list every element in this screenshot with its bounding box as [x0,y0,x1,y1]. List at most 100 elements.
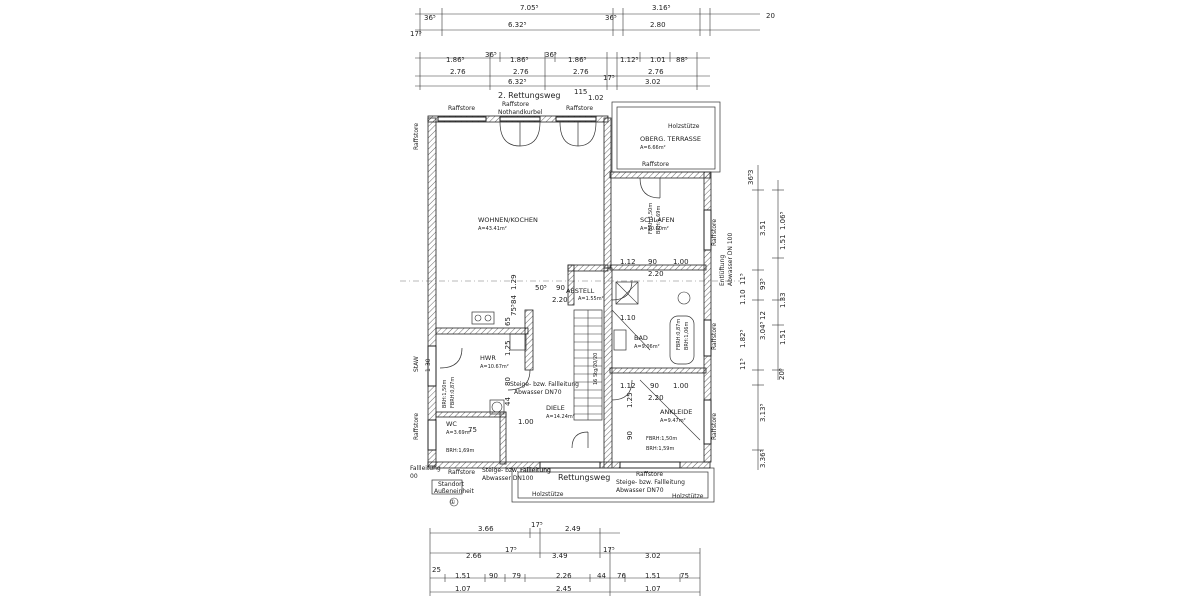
stair-label: 16 Stg/20/20 [593,353,599,385]
raffstore-label: Raffstore [448,469,475,476]
raffstore-label: Raffstore [711,219,718,246]
brh-label: BRH:1,69m [656,206,662,234]
dim-text: 2.20 [648,394,664,402]
standort-label: Standort [438,481,465,488]
room-name-bad: BAD [634,334,648,342]
steige-label: Steige- bzw. Fallleitung [482,467,551,474]
room-name-hwr: HWR [480,354,496,362]
dim-text: 36⁵ [747,173,755,185]
dim-text: 3.02 [645,78,661,86]
fallleitung-label: Fallleitung [410,465,441,472]
dim-text: 1.86⁵ [446,56,465,64]
dim-text: 17⁵ [410,30,422,38]
dim-text: 75⁵ [510,304,518,316]
dim-text: 1.07 [645,585,661,593]
dim-text: 25 [432,566,441,574]
room-name-schlafen: SCHLAFEN [640,216,675,224]
right-dimension-chains: 36⁵ 3 3.51 93⁵ 3.04⁵ 20⁸ 3.13⁵ 3.36⁵ 1.0… [739,165,787,470]
room-area-hwr: A=10.67m² [480,364,509,370]
lower-terrace [511,467,715,503]
dim-text: 17⁵ [505,546,517,554]
fixtures [431,281,701,507]
fallleitung-label: Fallleitung [520,467,551,474]
notkurbel-label: Nothandkurbel [498,109,543,116]
dim-text: 1.10 [739,289,747,305]
room-name-abstell: ABSTELL [566,287,595,295]
dim-text: 90 [650,382,659,390]
room-area-schlafen: A=10.60m² [640,226,669,232]
abwasser-label: Abwasser DN70 [616,487,664,494]
raffstore-label: Raffstore [502,101,529,108]
dim-text: 1.02 [588,94,604,102]
dim-text: 2.49 [565,525,581,533]
dim-text: 3.16⁵ [652,4,671,12]
staircase: 16 Stg/20/20 [573,309,603,421]
raffstore-label: Raffstore [711,323,718,350]
dim-text: 1.01 [650,56,666,64]
dim-text: 2.76 [513,68,529,76]
dim-text: 2.45 [556,585,572,593]
raffstore-label: Raffstore [566,105,593,112]
dim-text: 2.76 [573,68,589,76]
dim-text: 1.51 [779,329,787,345]
abwasser-label: Abwasser DN 100 [727,233,734,286]
room-area-bad: A=9.06m² [634,344,660,350]
dim-text: 44 [597,572,606,580]
room-area-abstell: A=1.55m² [578,296,604,302]
fbrh-label: FBRH:1,50m [648,203,654,234]
dim-text: 6.32⁵ [508,78,527,86]
holzstuetze-label: Holzstütze [672,493,704,500]
dim-text: 6.32⁵ [508,21,527,29]
dim-text: 80 [504,377,512,386]
dim-text: 2.80 [650,21,666,29]
steige-label: Steige- bzw. Fallleitung [510,381,579,388]
dim-text: 88⁵ [676,56,688,64]
dim-text: 3.51 [759,220,767,236]
holzstuetze-label: Holzstütze [532,491,564,498]
dim-text: 20⁸ [778,368,786,380]
dim-text: 1.33 [779,292,787,308]
dim-text: 36⁵ [605,14,617,22]
dim-text: 3.36⁵ [759,449,767,468]
dim-text: 1.29 [510,274,518,290]
circled-one: ① [450,499,455,506]
dim-text: 84 [510,295,518,304]
dim-text: 36⁵ [424,14,436,22]
dim-text: 75 [680,572,689,580]
dim-text: 90 [556,284,565,292]
dim-text: 90 [626,431,634,440]
dim-text: 1.12 [620,258,636,266]
fbrh-label: FBRH:0,87m [676,319,682,350]
dim-text: 90 [489,572,498,580]
dim-text: 20 [766,12,775,20]
top-dimension-chains: 36⁵ 7.05⁵ 3.16⁵ 6.32⁵ 36⁵ 2.80 20 17⁵ 1.… [410,4,775,90]
room-area-terrasse: A=6.66m² [640,145,666,151]
room-name-terrasse: OBERG. TERRASSE [640,135,701,143]
brh-label: BRH:1,50m [442,380,448,408]
room-name-diele: DIELE [546,404,565,412]
dim-text: 1-30 [425,358,432,372]
holzstuetze-label: Holzstütze [668,123,700,130]
dim-text: 2.20 [648,270,664,278]
brh-label: BRH:1,69m [446,448,474,454]
dim-text: 12 [759,311,767,320]
dim-text: 17⁵ [603,74,615,82]
staw-label: StAW [413,356,420,372]
steige-label: Steige- bzw. Fallleitung [616,479,685,486]
dim-text: 1.10 [620,314,636,322]
dim-text: 2.26 [556,572,572,580]
dim-text: 1.82⁵ [739,329,747,348]
rettungsweg-bottom-label: Rettungsweg [558,473,610,482]
fbrh-label: FBRH:1,50m [646,436,677,442]
room-labels: WOHNEN/KOCHEN A=43.41m² OBERG. TERRASSE … [446,135,701,436]
dim-text: 1.00 [673,382,689,390]
dim-text: 7.05⁵ [520,4,539,12]
raffstore-label: Raffstore [711,413,718,440]
room-name-wc: WC [446,420,457,428]
abwasser-label: Abwasser DN70 [514,389,562,396]
dim-text: 76 [617,572,626,580]
dim-text: 1.86⁵ [510,56,529,64]
dim-text: 11⁵ [739,358,747,370]
brh-label: BRH:1,06m [684,322,690,350]
dim-text: 3.49 [552,552,568,560]
